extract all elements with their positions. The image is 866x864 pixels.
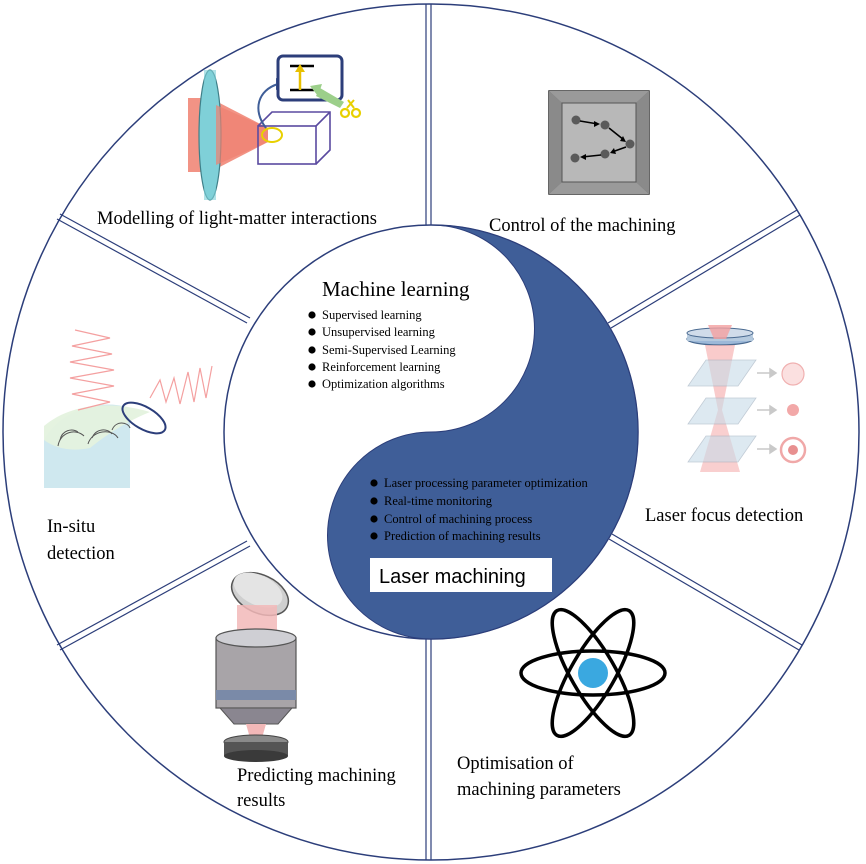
yin-yang bbox=[327, 224, 639, 640]
ml-item: Unsupervised learning bbox=[322, 325, 436, 339]
ml-item: Supervised learning bbox=[322, 308, 422, 322]
label-modelling: Modelling of light-matter interactions bbox=[97, 209, 377, 229]
ml-block: Machine learning Supervised learning Uns… bbox=[308, 277, 470, 391]
laser-block: Laser processing parameter optimization … bbox=[370, 476, 588, 592]
laser-item: Real-time monitoring bbox=[384, 494, 493, 508]
ml-title: Machine learning bbox=[322, 277, 470, 301]
machining-path-icon bbox=[548, 90, 650, 195]
segment-labels: Modelling of light-matter interactions C… bbox=[47, 209, 803, 811]
laser-item: Laser processing parameter optimization bbox=[384, 476, 588, 490]
in-situ-detection-icon bbox=[44, 329, 213, 488]
ml-item: Semi-Supervised Learning bbox=[322, 343, 456, 357]
laser-list: Laser processing parameter optimization … bbox=[370, 476, 588, 543]
laser-item: Control of machining process bbox=[384, 512, 532, 526]
label-predicting-2: results bbox=[237, 791, 285, 811]
label-focus: Laser focus detection bbox=[645, 506, 803, 526]
laser-title-box bbox=[370, 558, 552, 592]
label-optimisation-2: machining parameters bbox=[457, 780, 621, 800]
label-predicting-1: Predicting machining bbox=[237, 766, 396, 786]
label-insitu-2: detection bbox=[47, 544, 115, 564]
label-control: Control of the machining bbox=[489, 216, 676, 236]
label-insitu-1: In-situ bbox=[47, 517, 95, 537]
atom-icon bbox=[519, 607, 667, 739]
microscope-objective-icon bbox=[215, 571, 297, 762]
ml-item: Reinforcement learning bbox=[322, 360, 441, 374]
label-optimisation-1: Optimisation of bbox=[457, 754, 574, 774]
ml-item: Optimization algorithms bbox=[322, 377, 445, 391]
laser-item: Prediction of machining results bbox=[384, 529, 541, 543]
ml-list: Supervised learning Unsupervised learnin… bbox=[308, 308, 456, 391]
light-matter-interaction-icon bbox=[188, 54, 362, 201]
laser-title: Laser machining bbox=[379, 566, 526, 588]
yin-dark-half bbox=[327, 224, 639, 640]
laser-focus-icon bbox=[686, 325, 807, 472]
